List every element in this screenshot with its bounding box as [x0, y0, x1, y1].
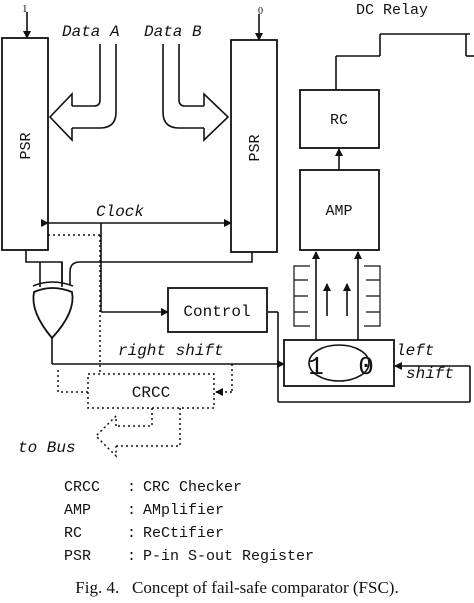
to-bus-arrow [94, 408, 181, 458]
ring-counter-cycle [308, 344, 370, 382]
dc-relay-label: DC Relay [356, 2, 428, 19]
clock-label: Clock [96, 203, 144, 221]
left-pin-label: 1 [22, 3, 28, 15]
psr-to-xor-lines [25, 250, 253, 287]
psr-right-label: PSR [247, 134, 264, 161]
data-b-label: Data B [144, 23, 202, 41]
rc-block [299, 89, 380, 149]
amp-block [299, 169, 380, 251]
legend-abbr-0: CRCC [64, 479, 100, 496]
psr-left-block [1, 37, 49, 251]
left-shift-label-1: left [396, 342, 434, 360]
legend-abbr-3: PSR [64, 548, 91, 565]
coupling-coils [293, 251, 381, 340]
left-shift-label-2: shift [406, 365, 454, 383]
ring-counter-zero: 0 [358, 352, 374, 382]
legend-desc-3: P-in S-out Register [143, 548, 314, 565]
legend-abbr-1: AMP [64, 502, 91, 519]
right-shift-label: right shift [118, 342, 224, 360]
to-bus-label: to Bus [18, 439, 76, 457]
psr-right-block [230, 39, 278, 253]
crcc-block [87, 373, 215, 409]
ring-counter-one: 1 [308, 352, 324, 382]
figure-caption: Fig. 4. Concept of fail-safe comparator … [75, 578, 398, 597]
crcc-dotted-links [48, 234, 233, 396]
amp-label: AMP [325, 203, 352, 220]
legend-abbr-2: RC [64, 525, 82, 542]
legend-desc-2: ReCtifier [143, 525, 224, 542]
rc-label: RC [330, 112, 348, 129]
legend-sep-0: : [127, 479, 136, 496]
data-b-arrow [162, 44, 230, 142]
legend-desc-1: AMplifier [143, 502, 224, 519]
ring-counter-block [283, 339, 395, 387]
control-block [167, 287, 268, 333]
legend-sep-2: : [127, 525, 136, 542]
right-pin-label: 0 [258, 6, 263, 17]
clock-line [41, 219, 232, 316]
xor-gate [32, 281, 74, 364]
dc-relay [335, 33, 474, 90]
control-label: Control [183, 303, 250, 321]
legend-sep-1: : [127, 502, 136, 519]
crcc-label: CRCC [132, 384, 170, 402]
control-links [267, 311, 471, 403]
legend: CRCC : CRC Checker AMP : AMplifier RC : … [64, 479, 314, 565]
legend-desc-0: CRC Checker [143, 479, 242, 496]
data-a-label: Data A [62, 23, 120, 41]
psr-left-label: PSR [18, 132, 35, 159]
legend-sep-3: : [127, 548, 136, 565]
data-a-arrow [48, 44, 117, 142]
